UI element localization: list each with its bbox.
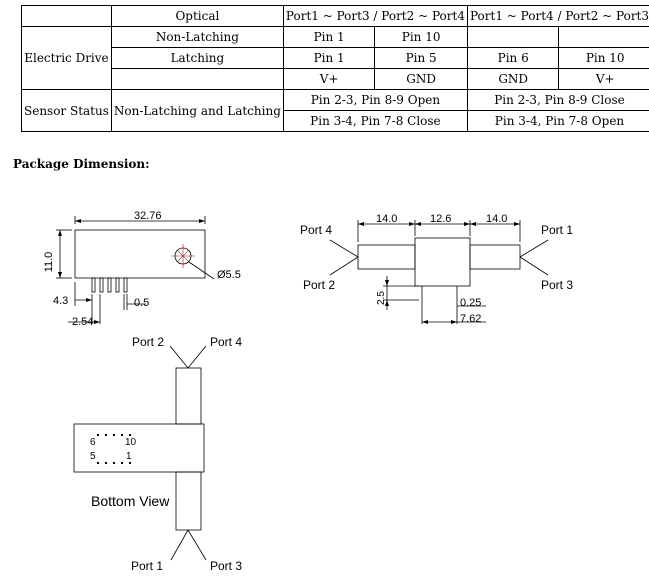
tube-right <box>469 244 521 270</box>
fiber-port-4 <box>329 239 359 258</box>
side-pin <box>91 277 96 293</box>
fiber-port-1 <box>519 239 549 258</box>
side-pin <box>115 277 120 293</box>
polarity-c: GND <box>466 68 560 90</box>
bottom-port-2-label: Port 2 <box>132 335 164 349</box>
bottom-tube-bottom <box>175 471 202 531</box>
bottom-pin-dots <box>97 434 131 464</box>
side-pin <box>123 277 128 293</box>
tube-left <box>357 244 416 270</box>
arrow <box>451 320 457 324</box>
dim-pitch-label: 2.54 <box>72 316 93 328</box>
arrow <box>385 280 389 286</box>
arrow <box>358 222 364 226</box>
top-port-3-label: Port 3 <box>541 278 573 292</box>
fiber-port-4 <box>187 345 207 369</box>
pin-dot <box>97 434 99 436</box>
pin-5-label: 5 <box>90 451 96 462</box>
top-port-2-label: Port 2 <box>303 278 335 292</box>
sensor-mode-label: Non-Latching and Latching <box>110 89 284 132</box>
table-row: Optical Port1 ~ Port3 / Port2 ~ Port4 Po… <box>21 5 649 27</box>
dim-hole-label: Ø5.5 <box>217 269 241 281</box>
sensor-b-line1: Pin 2-3, Pin 8-9 Close <box>466 89 649 111</box>
side-body <box>74 229 206 279</box>
pin-10-label: 10 <box>125 437 137 448</box>
pin-dot <box>113 462 115 464</box>
sensor-a-line1: Pin 2-3, Pin 8-9 Open <box>282 89 468 111</box>
sensor-b-line2: Pin 3-4, Pin 7-8 Open <box>466 110 649 132</box>
side-pin <box>107 277 112 293</box>
hole-leader <box>188 261 215 280</box>
package-dimension-heading: Package Dimension: <box>13 157 150 171</box>
pin-dot <box>129 462 131 464</box>
table-row: Electric Drive Non-Latching Pin 1 Pin 10 <box>21 26 649 90</box>
dim-pin-span-label: 7.62 <box>460 313 481 325</box>
pin-dot <box>113 434 115 436</box>
side-pin <box>99 277 104 293</box>
arrow <box>75 219 81 223</box>
dim-len-mid-label: 12.6 <box>430 213 451 225</box>
table-row: Latching Pin 1 Pin 5 Pin 6 Pin 10 <box>22 47 649 69</box>
arrow <box>514 222 520 226</box>
table-row: Sensor Status Non-Latching and Latching … <box>21 89 649 132</box>
spec-table: Optical Port1 ~ Port3 / Port2 ~ Port4 Po… <box>21 5 649 132</box>
dim-length-label: 32.76 <box>134 210 162 222</box>
bottom-view <box>73 345 207 561</box>
bottom-port-4-label: Port 4 <box>210 335 242 349</box>
arrow <box>58 230 62 236</box>
table-row: V+ GND GND V+ <box>22 68 649 90</box>
arrow <box>58 272 62 278</box>
sensor-a-line2: Pin 3-4, Pin 7-8 Close <box>282 110 468 132</box>
pin-dot <box>97 462 99 464</box>
bottom-port-3-label: Port 3 <box>210 559 242 573</box>
non-latching-label: Non-Latching <box>110 26 284 48</box>
dim-pin-width-label: 0.5 <box>134 297 149 309</box>
dim-offset-label: 4.3 <box>53 295 68 307</box>
sensor-status-label: Sensor Status <box>21 89 112 132</box>
bottom-view-caption: Bottom View <box>91 493 170 509</box>
top-port-1-label: Port 1 <box>541 223 573 237</box>
fiber-port-1 <box>170 529 189 561</box>
table-row: Pin 3-4, Pin 7-8 Close Pin 3-4, Pin 7-8 … <box>22 110 649 132</box>
top-view <box>329 220 549 324</box>
dim-len-left-label: 14.0 <box>376 213 397 225</box>
arrow <box>409 222 415 226</box>
fiber-port-3 <box>187 529 207 561</box>
top-port-4-label: Port 4 <box>300 223 332 237</box>
pin-dot <box>105 434 107 436</box>
dim-len-right-label: 14.0 <box>486 213 507 225</box>
pin-dot <box>105 462 107 464</box>
bottom-port-1-label: Port 1 <box>131 559 163 573</box>
arrow <box>199 219 205 223</box>
bottom-tube-top <box>175 367 202 425</box>
arrow <box>422 320 428 324</box>
pin-dot <box>129 434 131 436</box>
center-housing <box>414 237 471 287</box>
fiber-port-2 <box>169 345 189 369</box>
dim-height-label: 11.0 <box>43 252 55 273</box>
dim-pin-length-label: 2.5 <box>376 291 387 305</box>
fiber-port-2 <box>329 256 359 276</box>
fiber-port-3 <box>519 256 549 276</box>
arrowheads <box>58 219 520 324</box>
bottom-body <box>73 423 205 473</box>
latching-pin-c: Pin 6 <box>466 47 560 69</box>
arrow <box>94 320 100 324</box>
pin-6-label: 6 <box>90 437 96 448</box>
latching-pin-d: Pin 10 <box>558 47 649 69</box>
arrow <box>86 298 92 302</box>
arrow <box>415 222 421 226</box>
dim-pin-size-label: 0.25 <box>460 297 481 309</box>
arrow <box>385 300 389 306</box>
arrow <box>470 222 476 226</box>
pin-dot <box>121 434 123 436</box>
pin-1-label: 1 <box>126 451 132 462</box>
pin-dot <box>121 462 123 464</box>
latching-pin-b: Pin 5 <box>374 47 468 69</box>
hole-mark-b <box>176 249 190 263</box>
arrow <box>464 222 470 226</box>
